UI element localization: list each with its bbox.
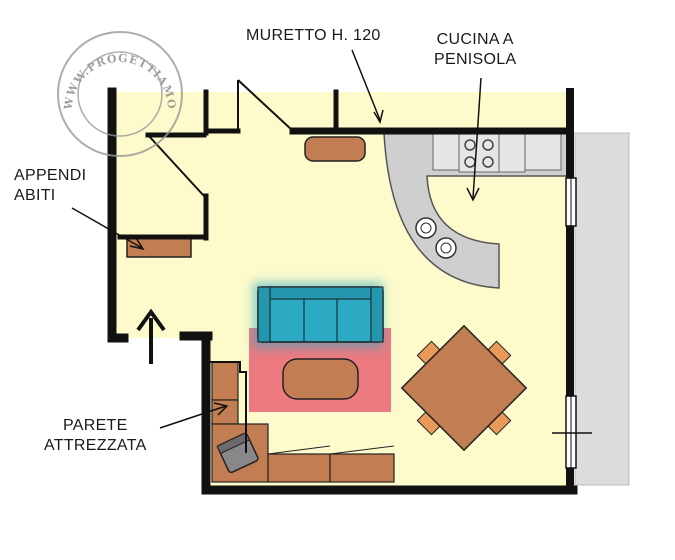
callout-lines: [71, 49, 482, 429]
stool-icon: [435, 237, 457, 259]
muretto-label: MURETTO H. 120: [246, 27, 381, 44]
coffee-table: [282, 358, 359, 400]
coat-hanger-label: APPENDI ABITI: [14, 167, 87, 204]
sofa: [257, 286, 384, 343]
kitchen-sink: [498, 133, 526, 173]
kitchen-peninsula-label: CUCINA A PENISOLA: [434, 31, 517, 68]
kitchen-unit: [524, 133, 562, 171]
stove-burner-icon: [482, 139, 494, 151]
stove-burner-icon: [464, 139, 476, 151]
stove-burner-icon: [482, 156, 494, 168]
stool-icon: [420, 222, 432, 234]
kitchen-unit: [432, 133, 460, 171]
muretto-bench: [304, 136, 366, 162]
armchair-icon: [216, 431, 259, 474]
walls: [107, 87, 578, 495]
dining-table: [400, 324, 528, 452]
terrace: [574, 132, 630, 486]
window: [552, 395, 592, 469]
stool-icon: [415, 217, 437, 239]
kitchen-stove: [458, 133, 500, 173]
entrance-arrow-icon: [136, 308, 166, 364]
equipped-wall: [211, 361, 395, 483]
door-swings: [147, 79, 294, 197]
stool-icon: [440, 242, 452, 254]
equipped-wall-label: PARETE ATTREZZATA: [44, 417, 147, 454]
window: [565, 177, 577, 227]
